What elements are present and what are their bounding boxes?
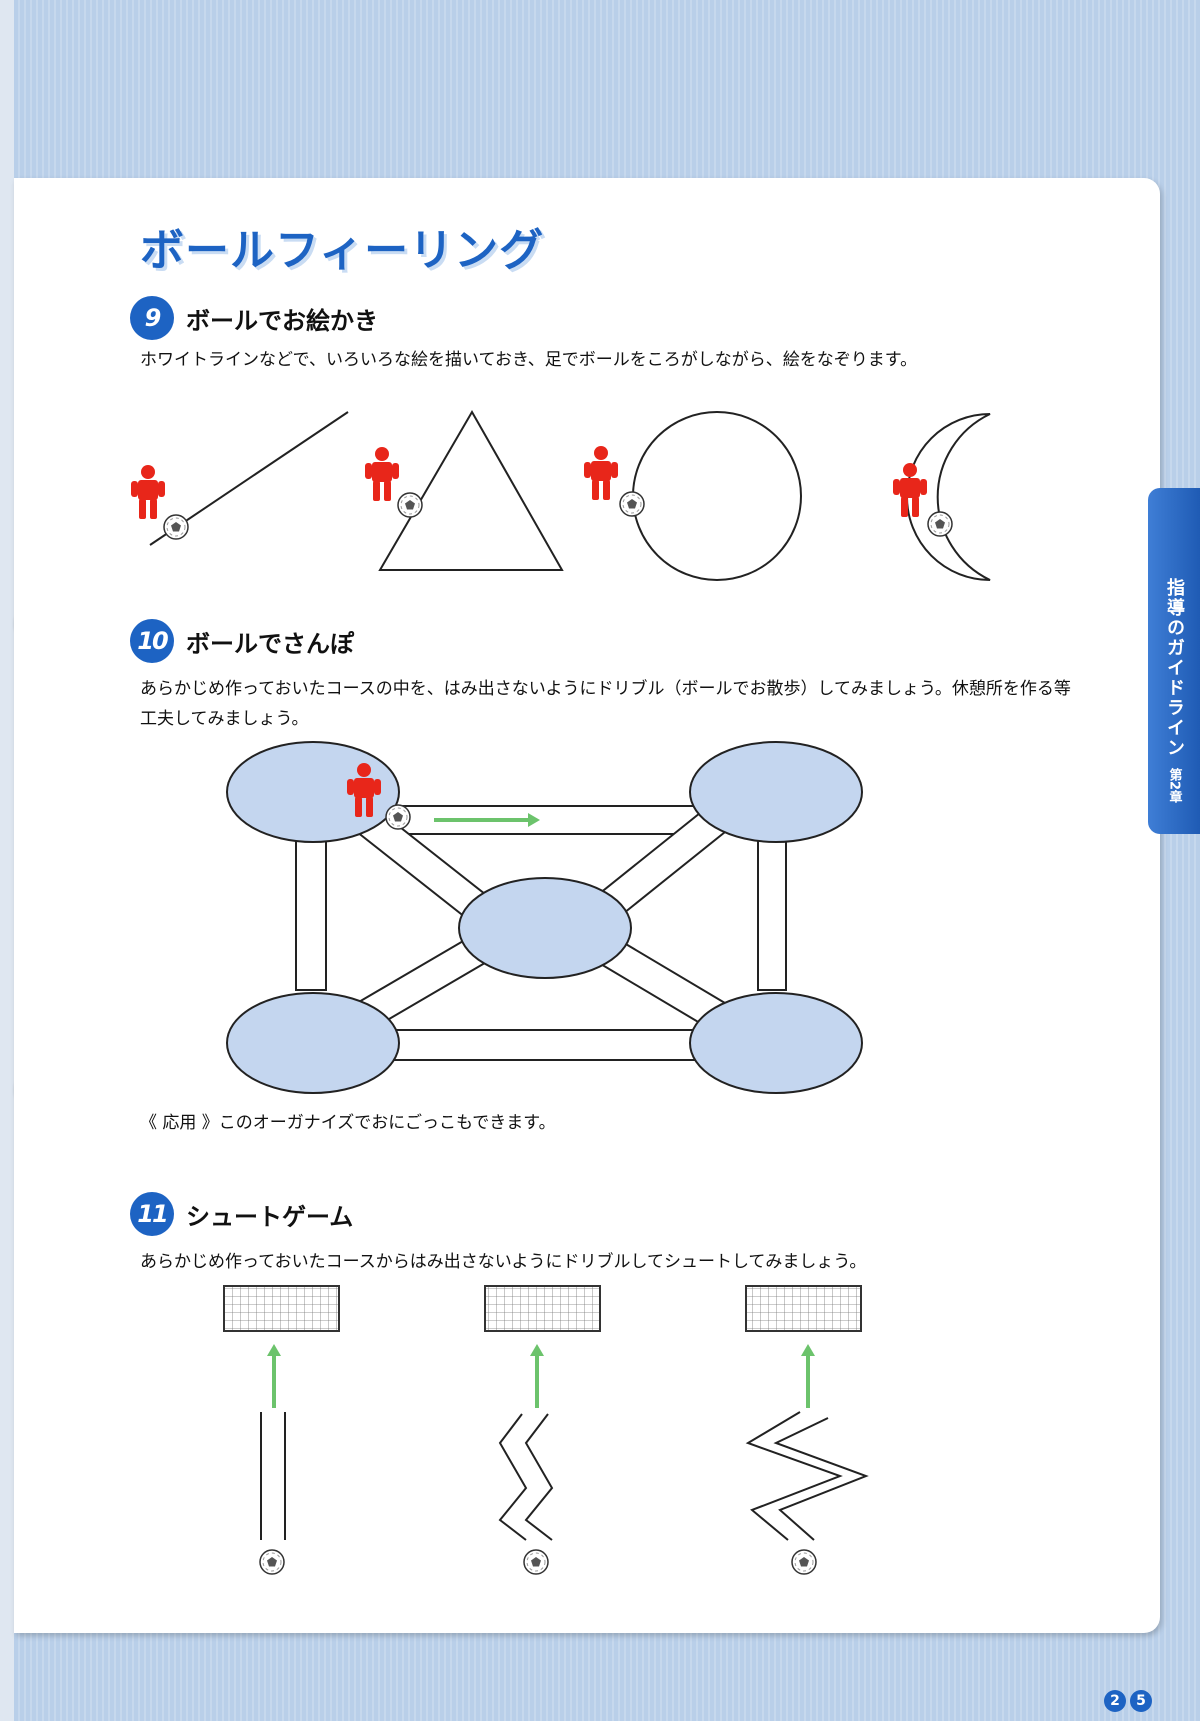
ball-icon [927,511,953,537]
section-9-header: 9 ボールでお絵かき [130,296,378,340]
page-number-digit: 5 [1130,1690,1152,1712]
dribble-arrow [434,813,540,827]
drawing-triangle [365,409,564,571]
shoot-course-wide-zigzag [745,1285,869,1575]
binding-edge [0,0,14,1721]
ball-icon [791,1549,817,1575]
page-numbers: 2 5 [1104,1690,1152,1712]
ball-icon [259,1549,285,1575]
section-11-number-badge: 11 [130,1192,174,1236]
page-title: ボールフィーリング [140,225,545,276]
drawing-line [131,411,349,546]
drawing-circle [584,411,802,581]
rest-area-oval [226,992,400,1094]
rest-area-oval [226,741,400,843]
rest-area-oval [458,877,632,979]
ball-icon [523,1549,549,1575]
player-icon [584,446,618,500]
ball-icon [397,492,423,518]
section-11-description: あらかじめ作っておいたコースからはみ出さないようにドリブルしてシュートしてみまし… [140,1252,867,1272]
section-9-description: ホワイトラインなどで、いろいろな絵を描いておき、足でボールをころがしながら、絵を… [140,350,918,370]
section-10-description: あらかじめ作っておいたコースの中を、はみ出さないようにドリブル（ボールでお散歩）… [140,679,1071,729]
shoot-course-straight [223,1285,340,1575]
section-9-title: ボールでお絵かき [186,306,378,335]
goal-icon [223,1285,340,1332]
section-10-header: 10 ボールでさんぽ [130,619,354,663]
shoot-course-zigzag [484,1285,601,1575]
page-number-digit: 2 [1104,1690,1126,1712]
side-tab-title: 指導のガイドライン [1164,578,1185,758]
rest-area-oval [689,741,863,843]
section-11-title: シュートゲーム [186,1202,354,1231]
section-10-number-badge: 10 [130,619,174,663]
player-icon [365,447,399,501]
drawing-crescent [893,413,991,581]
goal-icon [745,1285,862,1332]
section-10-note: 《 応用 》このオーガナイズでおにごっこもできます。 [140,1113,556,1133]
rest-area-oval [689,992,863,1094]
ball-icon [385,804,411,830]
section-9-number-badge: 9 [130,296,174,340]
section-10-title: ボールでさんぽ [186,629,354,658]
player-icon [131,465,165,519]
side-tab[interactable]: 指導のガイドライン 第2章 [1148,488,1200,834]
ball-icon [619,491,645,517]
player-icon [893,463,927,517]
section-11-header: 11 シュートゲーム [130,1192,353,1236]
ball-icon [163,514,189,540]
side-tab-chapter: 第2章 [1166,768,1182,804]
goal-icon [484,1285,601,1332]
dribble-course [226,741,863,1094]
